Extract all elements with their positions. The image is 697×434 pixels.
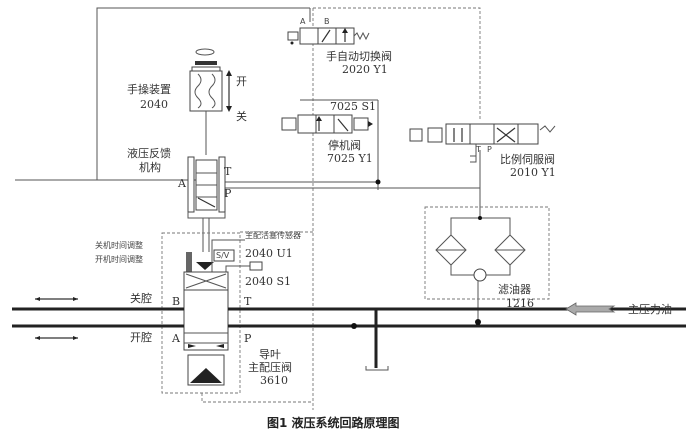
manual-device-name: 手操装置 [127, 82, 171, 96]
feedback-port-t: T [224, 165, 232, 178]
stop-valve: 7025 S1 停机阀 7025 Y1 [281, 100, 376, 165]
main-pressure-oil-arrow: 主压力油 [565, 302, 672, 316]
feedback-name-line1: 液压反馈 [127, 146, 171, 160]
main-valve-port-t: T [244, 295, 252, 308]
servo-valve-name: 比例伺服阀 [500, 152, 555, 166]
feedback-port-a: A [177, 177, 187, 190]
close-direction-label: 关 [236, 109, 247, 123]
manual-device: 开 关 手操装置 2040 [127, 48, 247, 155]
switch-port-a: A [300, 17, 306, 26]
oil-filter: 滤油器 1216 [424, 206, 550, 310]
stop-valve-name: 停机阀 [328, 138, 361, 152]
main-valve-port-b: B [172, 295, 180, 308]
main-valve-port-p: P [244, 332, 252, 345]
close-chamber-label: 关腔 [130, 291, 152, 305]
piston-sensor: S/V 主配活塞传感器 2040 U1 2040 S1 [196, 230, 301, 288]
main-valve: B A T P 导叶 主配压阀 3610 [171, 271, 292, 387]
main-pressure-oil-label: 主压力油 [628, 302, 672, 316]
rotate-icon [195, 48, 215, 56]
adjust-screw-icon [186, 252, 192, 274]
filter-code: 1216 [506, 297, 534, 310]
open-chamber-label: 开腔 [130, 330, 152, 344]
close-time-adjust-label: 关机时间调整 [95, 240, 143, 250]
sensor-switch-code: 2040 S1 [245, 275, 291, 288]
timing-adjust: 关机时间调整 开机时间调整 [95, 240, 192, 274]
switch-valve-code: 2020 Y1 [342, 63, 388, 76]
piping-frame [15, 7, 481, 410]
main-valve-name-line2: 主配压阀 [248, 360, 292, 374]
filter-name: 滤油器 [498, 282, 531, 296]
proportional-servo-valve: T P 比例伺服阀 2010 Y1 [409, 123, 556, 179]
main-valve-name-line1: 导叶 [259, 348, 281, 361]
switch-valve-name: 手自动切换阀 [326, 49, 392, 63]
feedback-mechanism: 液压反馈 机构 A T P [127, 146, 232, 252]
main-valve-port-a: A [171, 332, 181, 345]
feedback-port-p: P [224, 187, 232, 200]
manual-switch-valve: A B 手自动切换阀 2020 Y1 [287, 17, 392, 76]
manual-device-code: 2040 [140, 98, 168, 111]
open-direction-label: 开 [236, 75, 247, 88]
servo-port-p: P [487, 145, 492, 154]
servo-valve-code: 2010 Y1 [510, 166, 556, 179]
feedback-name-line2: 机构 [139, 160, 161, 174]
piston-sensor-code: 2040 U1 [245, 247, 293, 260]
figure-caption: 图1 液压系统回路原理图 [267, 415, 400, 430]
main-oil-lines: 关腔 开腔 [12, 179, 686, 371]
stop-valve-solenoid: 7025 S1 [330, 100, 376, 113]
main-valve-dashed-boundary [161, 232, 241, 394]
solenoid-icon [287, 31, 299, 41]
main-valve-code: 3610 [260, 374, 288, 387]
switch-port-b: B [324, 17, 330, 26]
piston-sensor-name: 主配活塞传感器 [245, 230, 301, 240]
sv-label: S/V [216, 251, 230, 260]
open-time-adjust-label: 开机时间调整 [95, 254, 143, 264]
servo-port-t: T [475, 145, 481, 154]
stop-valve-code: 7025 Y1 [327, 152, 373, 165]
